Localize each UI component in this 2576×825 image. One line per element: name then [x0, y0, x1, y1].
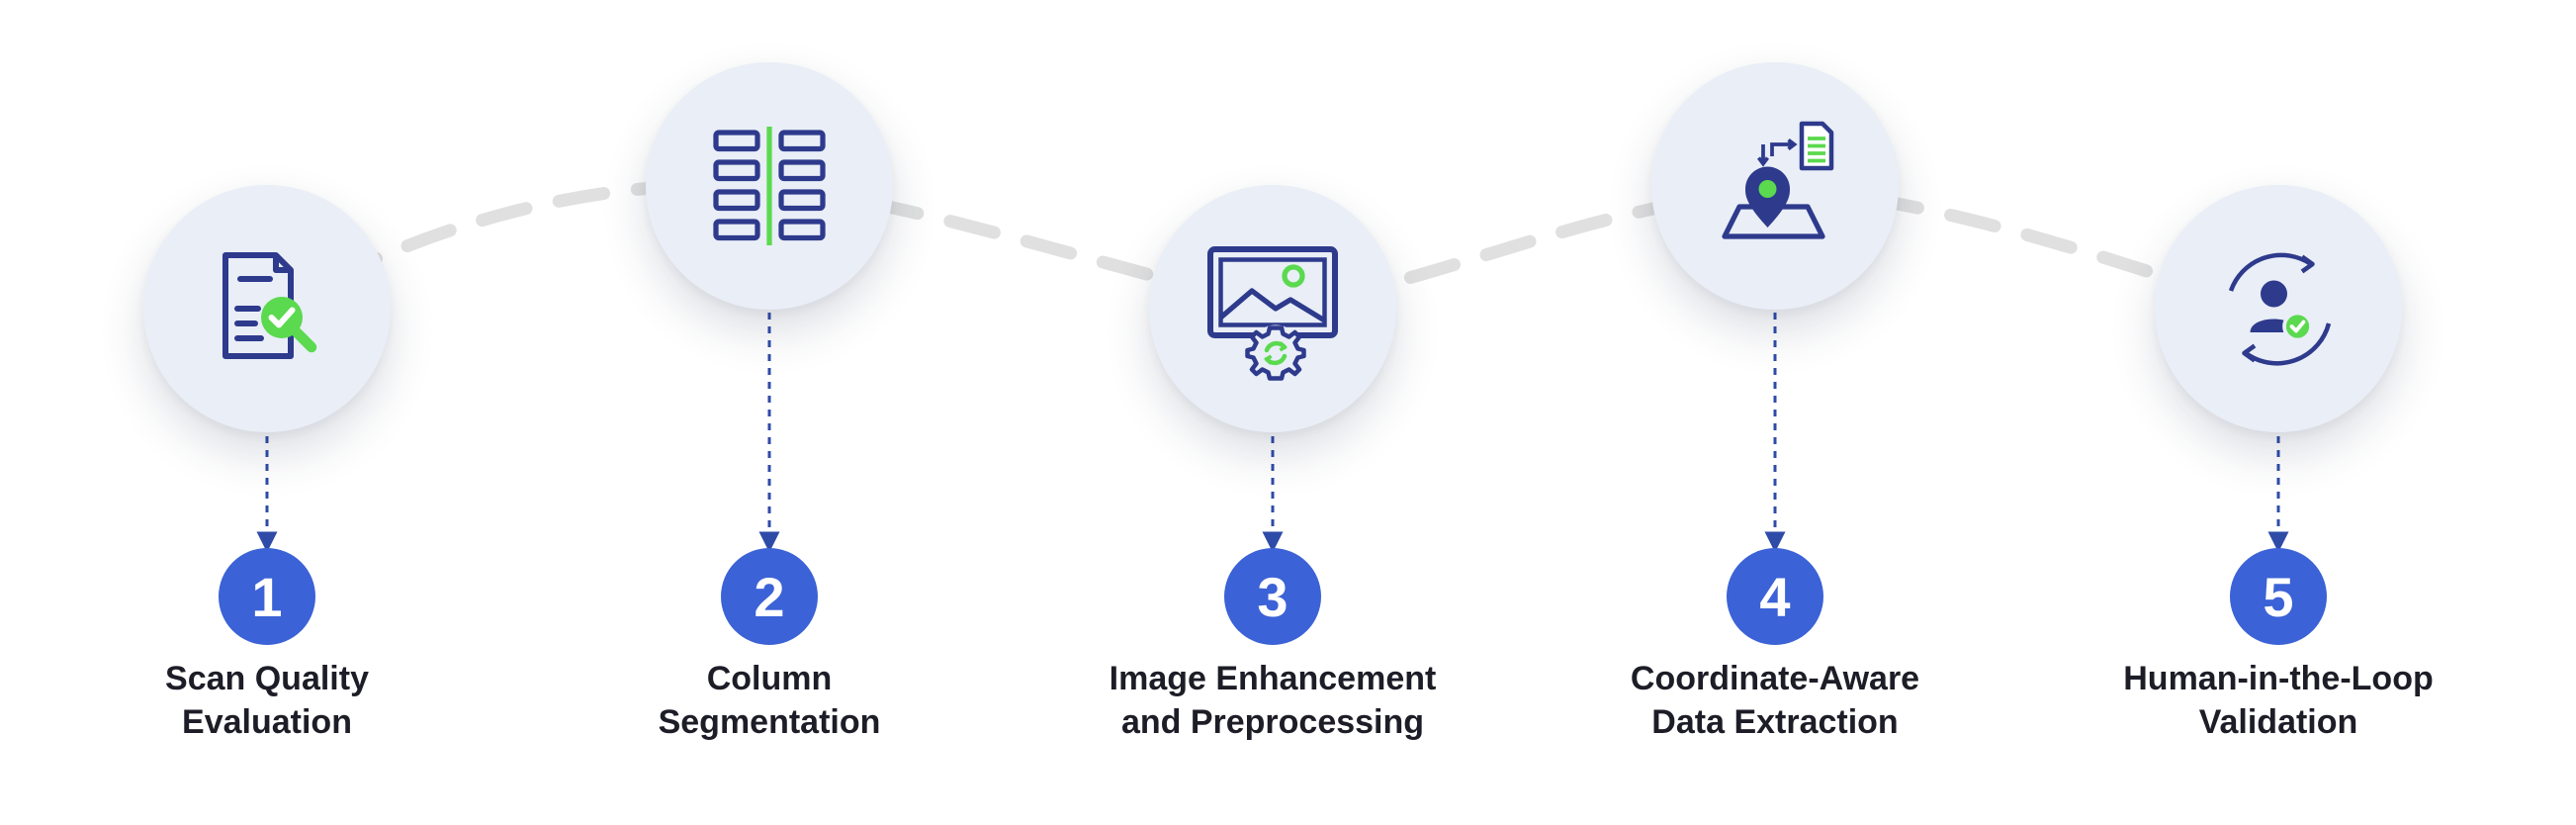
- step-4-badge: 4: [1727, 548, 1823, 645]
- map-pin-document-icon: [1722, 121, 1834, 239]
- step-3-label-line2: and Preprocessing: [1120, 703, 1425, 741]
- step-5-badge: 5: [2230, 548, 2327, 645]
- step-4-label-line1: Coordinate-Aware: [1630, 660, 1920, 697]
- document-check-magnifier-icon: [222, 252, 317, 359]
- user-cycle-check-icon: [2228, 252, 2332, 366]
- step-1-badge: 1: [219, 548, 315, 645]
- step-3-badge: 3: [1224, 548, 1321, 645]
- step-3-label: Image Enhancement and Preprocessing: [1065, 657, 1480, 744]
- image-gear-icon: [1207, 246, 1338, 381]
- step-2-label-line1: Column: [706, 660, 833, 697]
- step-2-badge: 2: [721, 548, 818, 645]
- step-1-label-line2: Evaluation: [182, 703, 352, 741]
- column-layout-icon: [713, 127, 826, 245]
- step-1-label: Scan Quality Evaluation: [59, 657, 475, 744]
- step-3-circle: [1149, 185, 1396, 432]
- step-4-label-line2: Data Extraction: [1651, 703, 1899, 741]
- step-4-circle: [1651, 62, 1899, 310]
- step-5-label: Human-in-the-Loop Validation: [2071, 657, 2486, 744]
- step-5-circle: [2155, 185, 2402, 432]
- step-2-label-line2: Segmentation: [658, 703, 881, 741]
- step-1-label-line1: Scan Quality: [165, 660, 369, 697]
- step-4-label: Coordinate-Aware Data Extraction: [1567, 657, 1983, 744]
- step-5-label-line2: Validation: [2198, 703, 2358, 741]
- step-5-label-line1: Human-in-the-Loop: [2123, 660, 2434, 697]
- step-2-label: Column Segmentation: [562, 657, 977, 744]
- step-3-label-line1: Image Enhancement: [1109, 660, 1437, 697]
- step-1-circle: [143, 185, 391, 432]
- step-2-circle: [646, 62, 893, 310]
